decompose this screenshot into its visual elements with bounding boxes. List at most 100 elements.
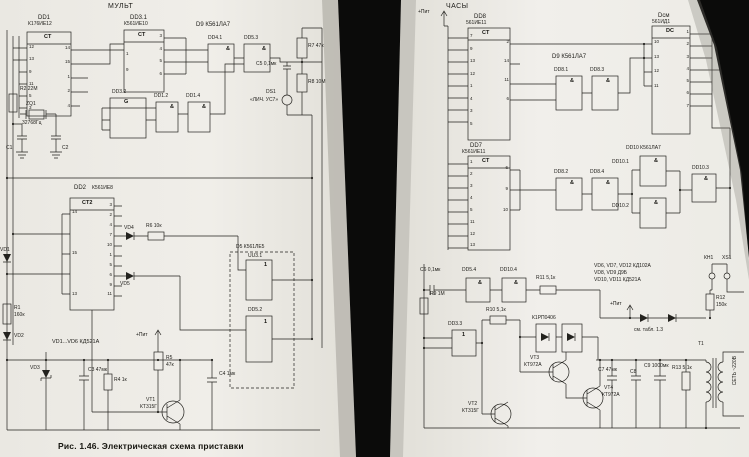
dsm-ref-label: Dсм [658, 13, 670, 19]
pin-number: 13 [654, 53, 660, 59]
pin-number: 2 [470, 170, 473, 176]
dd5-2-inner-one: 1 [264, 319, 268, 325]
ds1-ref-label: DS1 [266, 89, 276, 95]
c2-label: С2 [62, 145, 69, 151]
dd3-1-ref-label: DD3.1 [130, 15, 148, 21]
kn1-label: КН1 [704, 255, 714, 261]
dsm-inner-dc: DC [666, 28, 674, 34]
c1-label: С1 [6, 145, 13, 151]
pin-number: 10 [106, 241, 112, 247]
mains-label: СЕТЬ ~220В [732, 356, 738, 386]
r11-label: R11 5,1к [536, 275, 556, 281]
power-label-mid: +Пит [610, 301, 622, 307]
dd8-2-label: DD8.2 [554, 169, 569, 175]
dd10-3-label: DD10.3 [692, 165, 709, 171]
vd2-label: VD2 [14, 333, 24, 339]
pin-number: 13 [29, 56, 35, 62]
d9-label: D9 К561ЛА7 [196, 22, 231, 28]
dd8-3-label: DD8.3 [590, 67, 605, 73]
dd8-ref-label: DD8 [474, 14, 487, 20]
uu3-1-inner-one: 1 [264, 262, 268, 268]
r4-label: R4 1к [114, 377, 127, 383]
dd4-1-inner-and: & [226, 46, 230, 52]
pin-number: 3 [159, 33, 162, 38]
dd7-inner-ct: CT [482, 158, 490, 164]
r9-label: R9 1М [430, 291, 445, 297]
dd10-1-label: DD10.1 [612, 159, 629, 165]
dd10-2-label: DD10.2 [612, 203, 629, 209]
pin-number: 14 [503, 58, 509, 64]
dd8-1-inner-and: & [570, 78, 574, 84]
pin-number: 12 [470, 230, 476, 236]
pin-number: 1 [686, 29, 689, 34]
dd4-1-label: DD4.1 [208, 35, 223, 41]
vt2-part-label: КТ315Г [462, 408, 480, 414]
dd1-4-label: DD1.4 [186, 93, 201, 99]
pin-number: 9 [109, 281, 112, 287]
dd10-label: DD10 К561ЛА7 [626, 145, 661, 151]
pin-number: 9 [470, 45, 473, 51]
xs1-label: XS1 [722, 255, 732, 261]
c9-label: С9 1000мк [644, 363, 669, 369]
vt3-part-label: КТ972А [524, 362, 542, 368]
dsm-part-label: 561ИД1 [652, 19, 671, 25]
power-label-top: +Пит [418, 9, 430, 15]
pin-number: 5 [686, 78, 689, 83]
dd10-3-inner-and: & [704, 176, 708, 182]
pin-number: 9 [126, 66, 129, 72]
dd10-2-inner-and: & [654, 200, 658, 206]
c6-label: С6 0,1мк [420, 267, 441, 273]
pin-number: 13 [470, 242, 476, 248]
pin-number: 4 [686, 65, 689, 71]
dd1-4-inner-and: & [202, 104, 206, 110]
r5-value-label: 47к [166, 362, 174, 368]
pin-number: 11 [504, 77, 509, 83]
dd1-part-label: К176ИЕ12 [28, 21, 52, 27]
pin-number: 5 [29, 93, 32, 99]
uu3-1-label: UU3.1 [248, 253, 263, 259]
pin-number: 1 [109, 251, 112, 257]
pin-number: 5 [109, 261, 112, 267]
dd3-2-inner-g: G [124, 99, 129, 105]
dd3-3-label: DD3.3 [448, 321, 463, 327]
r6-label: R6 10к [146, 223, 162, 229]
ds1-name-label: «ЛИЧ. УС7» [250, 97, 279, 103]
dd8-4-inner-and: & [606, 180, 610, 186]
vd5-label: VD5 [120, 281, 130, 287]
pin-number: 5 [470, 120, 473, 126]
diode-note-line-2: VD8, VD9 Д9Б [594, 270, 628, 276]
pin-number: 12 [29, 44, 35, 49]
dd8-3-inner-and: & [606, 78, 610, 84]
diode-note-label: VD1...VD6 КД521А [52, 339, 100, 345]
dd8-2-inner-and: & [570, 180, 574, 186]
r8-label: R8 10М [308, 79, 326, 85]
pin-number: 4 [67, 102, 70, 108]
pin-number: 7 [686, 102, 689, 108]
pin-number: 3 [686, 53, 689, 59]
pin-number: 6 [686, 90, 689, 96]
section-label-mult: МУЛЬТ [108, 3, 134, 10]
r7-label: R7 47к [308, 43, 324, 49]
vd4-label: VD4 [124, 225, 134, 231]
c4-label: С4 1мк [219, 371, 236, 377]
dd8-4-label: DD8.4 [590, 169, 605, 175]
dd5-3-label: DD5.3 [244, 35, 259, 41]
c7-label: С7 47мк [598, 367, 617, 373]
pin-number: 3 [109, 202, 112, 207]
pin-number: 14 [72, 209, 78, 214]
dd2-part-label: К561ИЕ8 [92, 185, 113, 191]
pin-number: 11 [29, 80, 34, 86]
pin-number: 1 [470, 159, 473, 164]
pin-number: 7 [109, 231, 112, 237]
pin-number: 2 [109, 211, 112, 217]
pin-number: 11 [654, 82, 659, 88]
dd7-part-label: К561ИЕ11 [462, 149, 486, 155]
k1-label: К1РП0406 [532, 315, 556, 321]
zq1-value-label: 32768Гц [22, 120, 42, 126]
